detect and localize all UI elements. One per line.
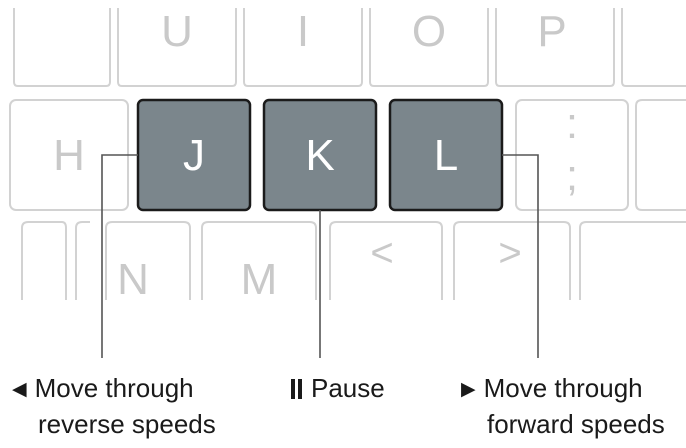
key-label-p: P: [537, 7, 566, 56]
ghost-key-b-edge: [75, 221, 90, 300]
key-label-l: L: [434, 131, 458, 180]
reverse-play-icon: ◀: [12, 379, 27, 400]
key-label-colon: :: [566, 99, 578, 148]
key-label-u: U: [161, 7, 193, 56]
caption-forward-line1: Move through: [483, 373, 643, 403]
ghost-key-i: [243, 8, 363, 87]
caption-reverse-line1: Move through: [34, 373, 194, 403]
ghost-key-b: [21, 221, 67, 300]
callout-lines: [101, 154, 539, 358]
callout-line-l: [502, 154, 539, 358]
caption-forward-line2: forward speeds: [487, 409, 665, 439]
bottom-row: N M < >: [21, 221, 686, 304]
key-label-j: J: [183, 131, 205, 180]
ghost-key-quote: [635, 99, 686, 211]
ghost-key-bracket: [621, 8, 686, 87]
ghost-key-period: [453, 221, 571, 300]
ghost-key-y: [13, 8, 111, 87]
key-label-semicolon: ;: [566, 151, 578, 200]
key-label-less-than: <: [370, 231, 393, 275]
ghost-key-m: [201, 221, 317, 300]
callout-line-j: [101, 154, 138, 358]
key-label-n: N: [117, 255, 149, 304]
key-label-greater-than: >: [498, 231, 521, 275]
ghost-key-o: [369, 8, 489, 87]
key-label-o: O: [412, 7, 446, 56]
top-row: U I O P: [13, 7, 686, 87]
forward-play-icon: ▶: [461, 379, 476, 400]
key-label-k: K: [305, 131, 334, 180]
key-label-h: H: [53, 131, 85, 180]
ghost-key-u: [117, 8, 237, 87]
ghost-key-slash: [579, 221, 686, 300]
caption-forward: ▶ Move through forward speeds: [461, 372, 665, 440]
caption-pause-text: Pause: [311, 373, 385, 403]
key-label-m: M: [241, 255, 278, 304]
key-label-i: I: [297, 7, 309, 56]
home-row: H : ; J K L: [9, 98, 686, 212]
ghost-key-comma: [329, 221, 443, 300]
caption-reverse: ◀ Move through reverse speeds: [12, 372, 216, 440]
ghost-key-p: [495, 8, 615, 87]
ghost-key-n: [105, 221, 191, 300]
pause-icon: [291, 379, 303, 399]
caption-pause: Pause: [291, 372, 385, 404]
caption-reverse-line2: reverse speeds: [38, 409, 216, 439]
